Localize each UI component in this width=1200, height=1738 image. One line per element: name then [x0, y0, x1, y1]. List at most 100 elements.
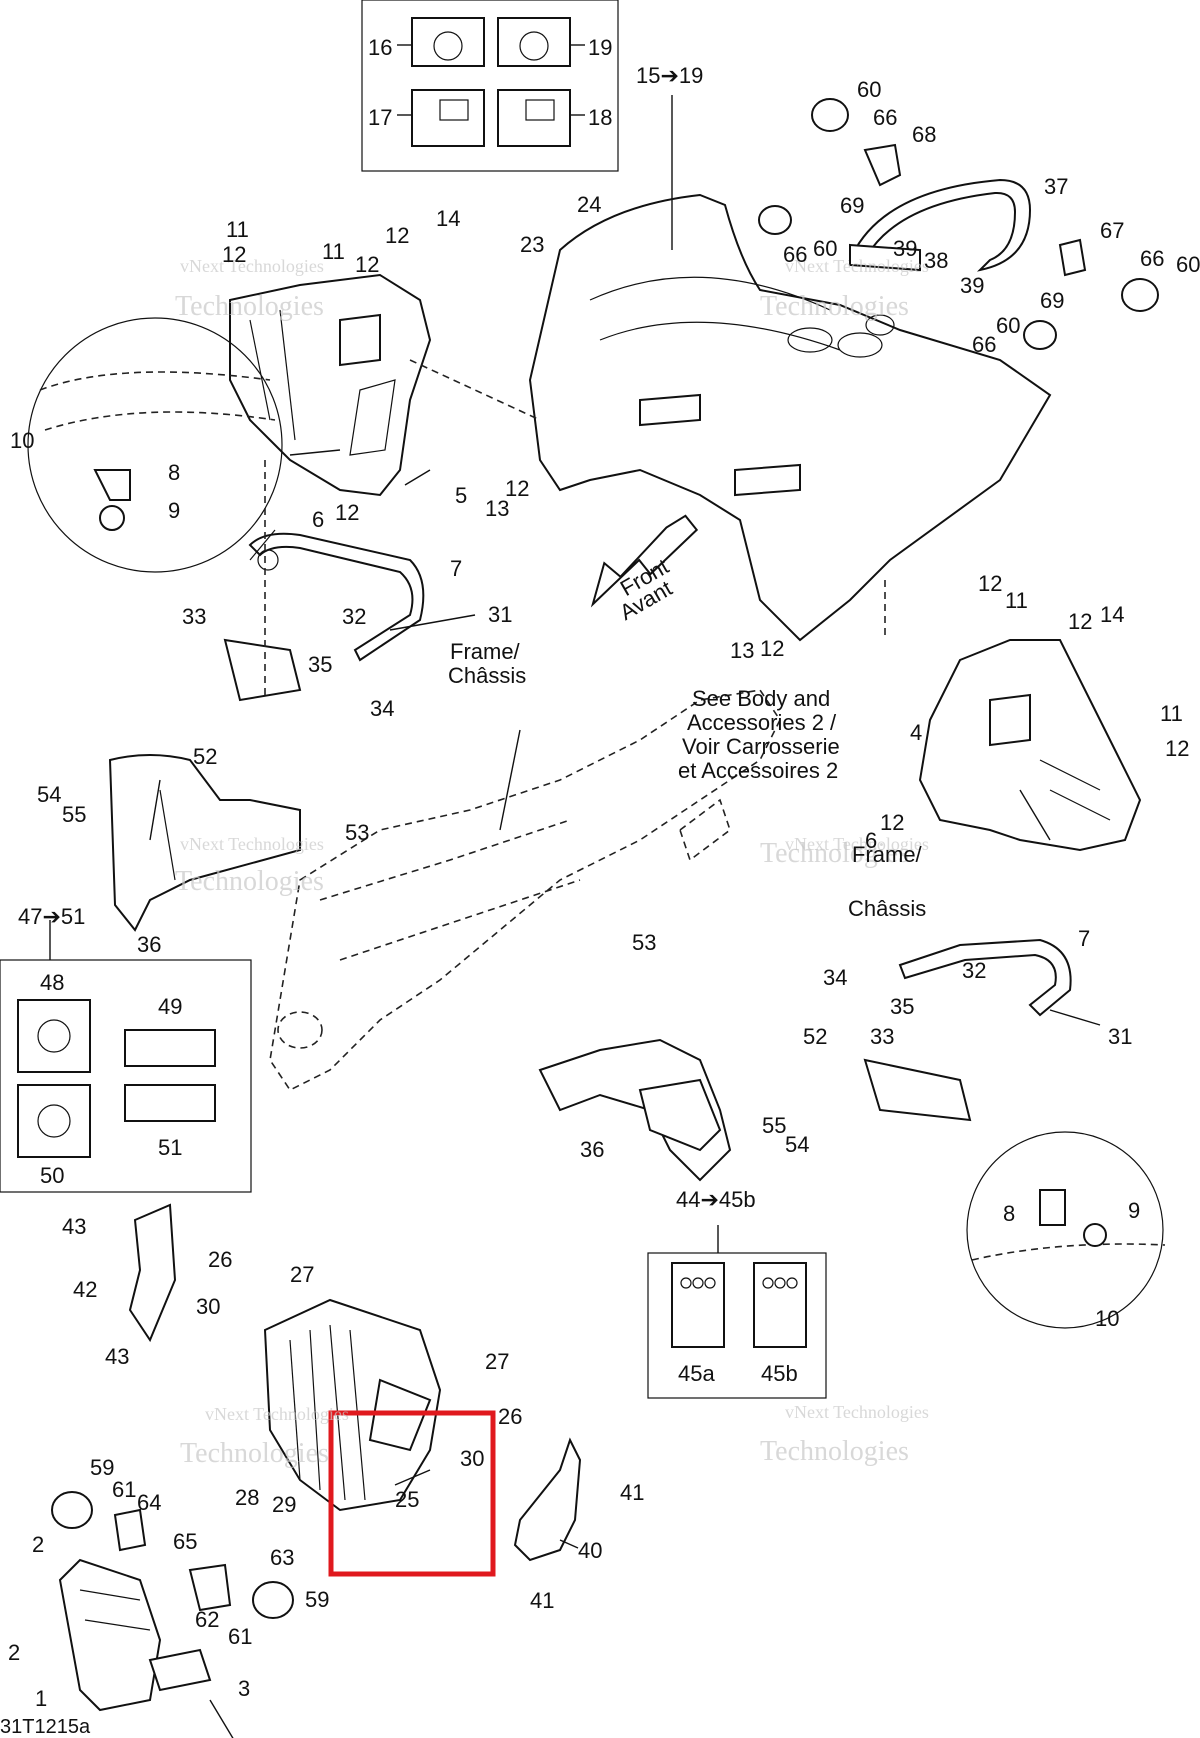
svg-text:12: 12 — [978, 571, 1002, 596]
svg-text:27: 27 — [290, 1262, 314, 1287]
svg-text:41: 41 — [530, 1588, 554, 1613]
right-footwell — [918, 639, 1142, 852]
label-kit-box-15-19 — [361, 0, 619, 172]
svg-text:2: 2 — [32, 1532, 44, 1557]
svg-text:40: 40 — [578, 1538, 602, 1563]
leader-lines — [49, 44, 1101, 1738]
svg-text:11: 11 — [1160, 701, 1183, 726]
front-direction-arrow — [590, 514, 699, 608]
svg-text:52: 52 — [803, 1024, 827, 1049]
svg-text:9: 9 — [168, 498, 180, 523]
svg-text:52: 52 — [193, 744, 217, 769]
frame-dashed — [269, 689, 781, 1092]
svg-text:66: 66 — [783, 242, 807, 267]
rear-fender — [528, 193, 1052, 642]
svg-text:35: 35 — [308, 652, 332, 677]
svg-text:10: 10 — [10, 428, 34, 453]
svg-text:vNext Technologies: vNext Technologies — [180, 834, 324, 854]
front-right-fender — [538, 1038, 732, 1182]
svg-text:26: 26 — [208, 1247, 232, 1272]
svg-text:59: 59 — [305, 1587, 329, 1612]
radiator-shroud — [263, 1298, 442, 1512]
side-bracket-42 — [128, 1203, 177, 1343]
svg-text:43: 43 — [105, 1344, 129, 1369]
svg-text:45b: 45b — [761, 1361, 798, 1386]
side-panel-40 — [513, 1437, 582, 1562]
svg-text:47➔51: 47➔51 — [18, 904, 85, 929]
frame-label-left: Frame/ — [450, 639, 521, 664]
svg-text:55: 55 — [62, 802, 86, 827]
front-bumper — [51, 1491, 294, 1712]
svg-text:54: 54 — [37, 782, 61, 807]
svg-text:60: 60 — [857, 77, 881, 102]
svg-text:53: 53 — [345, 820, 369, 845]
svg-text:33: 33 — [870, 1024, 894, 1049]
svg-text:43: 43 — [62, 1214, 86, 1239]
highlight-box — [328, 1410, 496, 1577]
callout-18: 18 — [588, 105, 612, 130]
svg-text:31: 31 — [1108, 1024, 1132, 1049]
svg-text:12: 12 — [355, 252, 379, 277]
svg-text:vNext Technologies: vNext Technologies — [785, 834, 929, 854]
svg-text:13: 13 — [485, 496, 509, 521]
svg-text:66: 66 — [1140, 246, 1164, 271]
svg-text:Voir Carrosserie: Voir Carrosserie — [682, 734, 840, 759]
svg-text:55: 55 — [762, 1113, 786, 1138]
svg-text:60: 60 — [813, 236, 837, 261]
svg-text:vNext Technologies: vNext Technologies — [205, 1404, 349, 1424]
svg-text:25: 25 — [395, 1487, 419, 1512]
left-footrest-bracket — [223, 532, 425, 702]
svg-text:59: 59 — [90, 1455, 114, 1480]
svg-text:48: 48 — [40, 970, 64, 995]
svg-text:13: 13 — [730, 638, 754, 663]
svg-text:Technologies: Technologies — [175, 866, 324, 897]
svg-text:69: 69 — [840, 193, 864, 218]
svg-text:54: 54 — [785, 1132, 809, 1157]
svg-text:50: 50 — [40, 1163, 64, 1188]
svg-text:30: 30 — [460, 1446, 484, 1471]
right-detail-circle — [966, 1131, 1166, 1329]
svg-text:7: 7 — [1078, 926, 1090, 951]
svg-text:6: 6 — [865, 828, 877, 853]
svg-text:68: 68 — [912, 122, 936, 147]
svg-text:4: 4 — [910, 720, 922, 745]
svg-text:Technologies: Technologies — [760, 838, 909, 869]
svg-text:45a: 45a — [678, 1361, 715, 1386]
svg-text:66: 66 — [873, 105, 897, 130]
right-footrest-bracket — [863, 938, 1072, 1122]
frame-label-right: Frame/ — [852, 842, 923, 867]
callout-16: 16 — [368, 35, 392, 60]
svg-text:Technologies: Technologies — [760, 291, 909, 322]
svg-text:8: 8 — [168, 460, 180, 485]
rear-grab-bar — [758, 98, 1159, 350]
diagram-code: 31T1215a — [0, 1716, 91, 1738]
svg-text:et Accessoires 2: et Accessoires 2 — [678, 758, 838, 783]
decal-kit-box-47-51 — [0, 959, 252, 1193]
callout-17: 17 — [368, 105, 392, 130]
svg-text:42: 42 — [73, 1277, 97, 1302]
svg-text:11: 11 — [1005, 588, 1028, 613]
svg-text:31: 31 — [488, 602, 512, 627]
svg-text:12: 12 — [880, 810, 904, 835]
callout-labels: 16 19 17 18 15➔19 60 66 68 69 37 24 23 6… — [0, 35, 1200, 1738]
svg-text:Accessories 2 /: Accessories 2 / — [687, 710, 837, 735]
left-detail-circle — [27, 317, 283, 573]
svg-text:Châssis: Châssis — [448, 663, 526, 688]
svg-text:64: 64 — [137, 1490, 161, 1515]
svg-text:53: 53 — [632, 930, 656, 955]
svg-text:60: 60 — [996, 313, 1020, 338]
svg-text:62: 62 — [195, 1607, 219, 1632]
svg-text:Technologies: Technologies — [180, 1438, 329, 1469]
svg-text:1: 1 — [35, 1686, 47, 1711]
svg-text:36: 36 — [137, 932, 161, 957]
svg-text:34: 34 — [370, 696, 394, 721]
svg-text:60: 60 — [1176, 252, 1200, 277]
svg-text:vNext Technologies: vNext Technologies — [180, 256, 324, 276]
svg-text:39: 39 — [893, 236, 917, 261]
svg-text:32: 32 — [342, 604, 366, 629]
svg-text:Technologies: Technologies — [175, 291, 324, 322]
svg-text:35: 35 — [890, 994, 914, 1019]
decal-kit-box-44-45b — [647, 1252, 827, 1399]
left-footwell — [229, 273, 432, 497]
